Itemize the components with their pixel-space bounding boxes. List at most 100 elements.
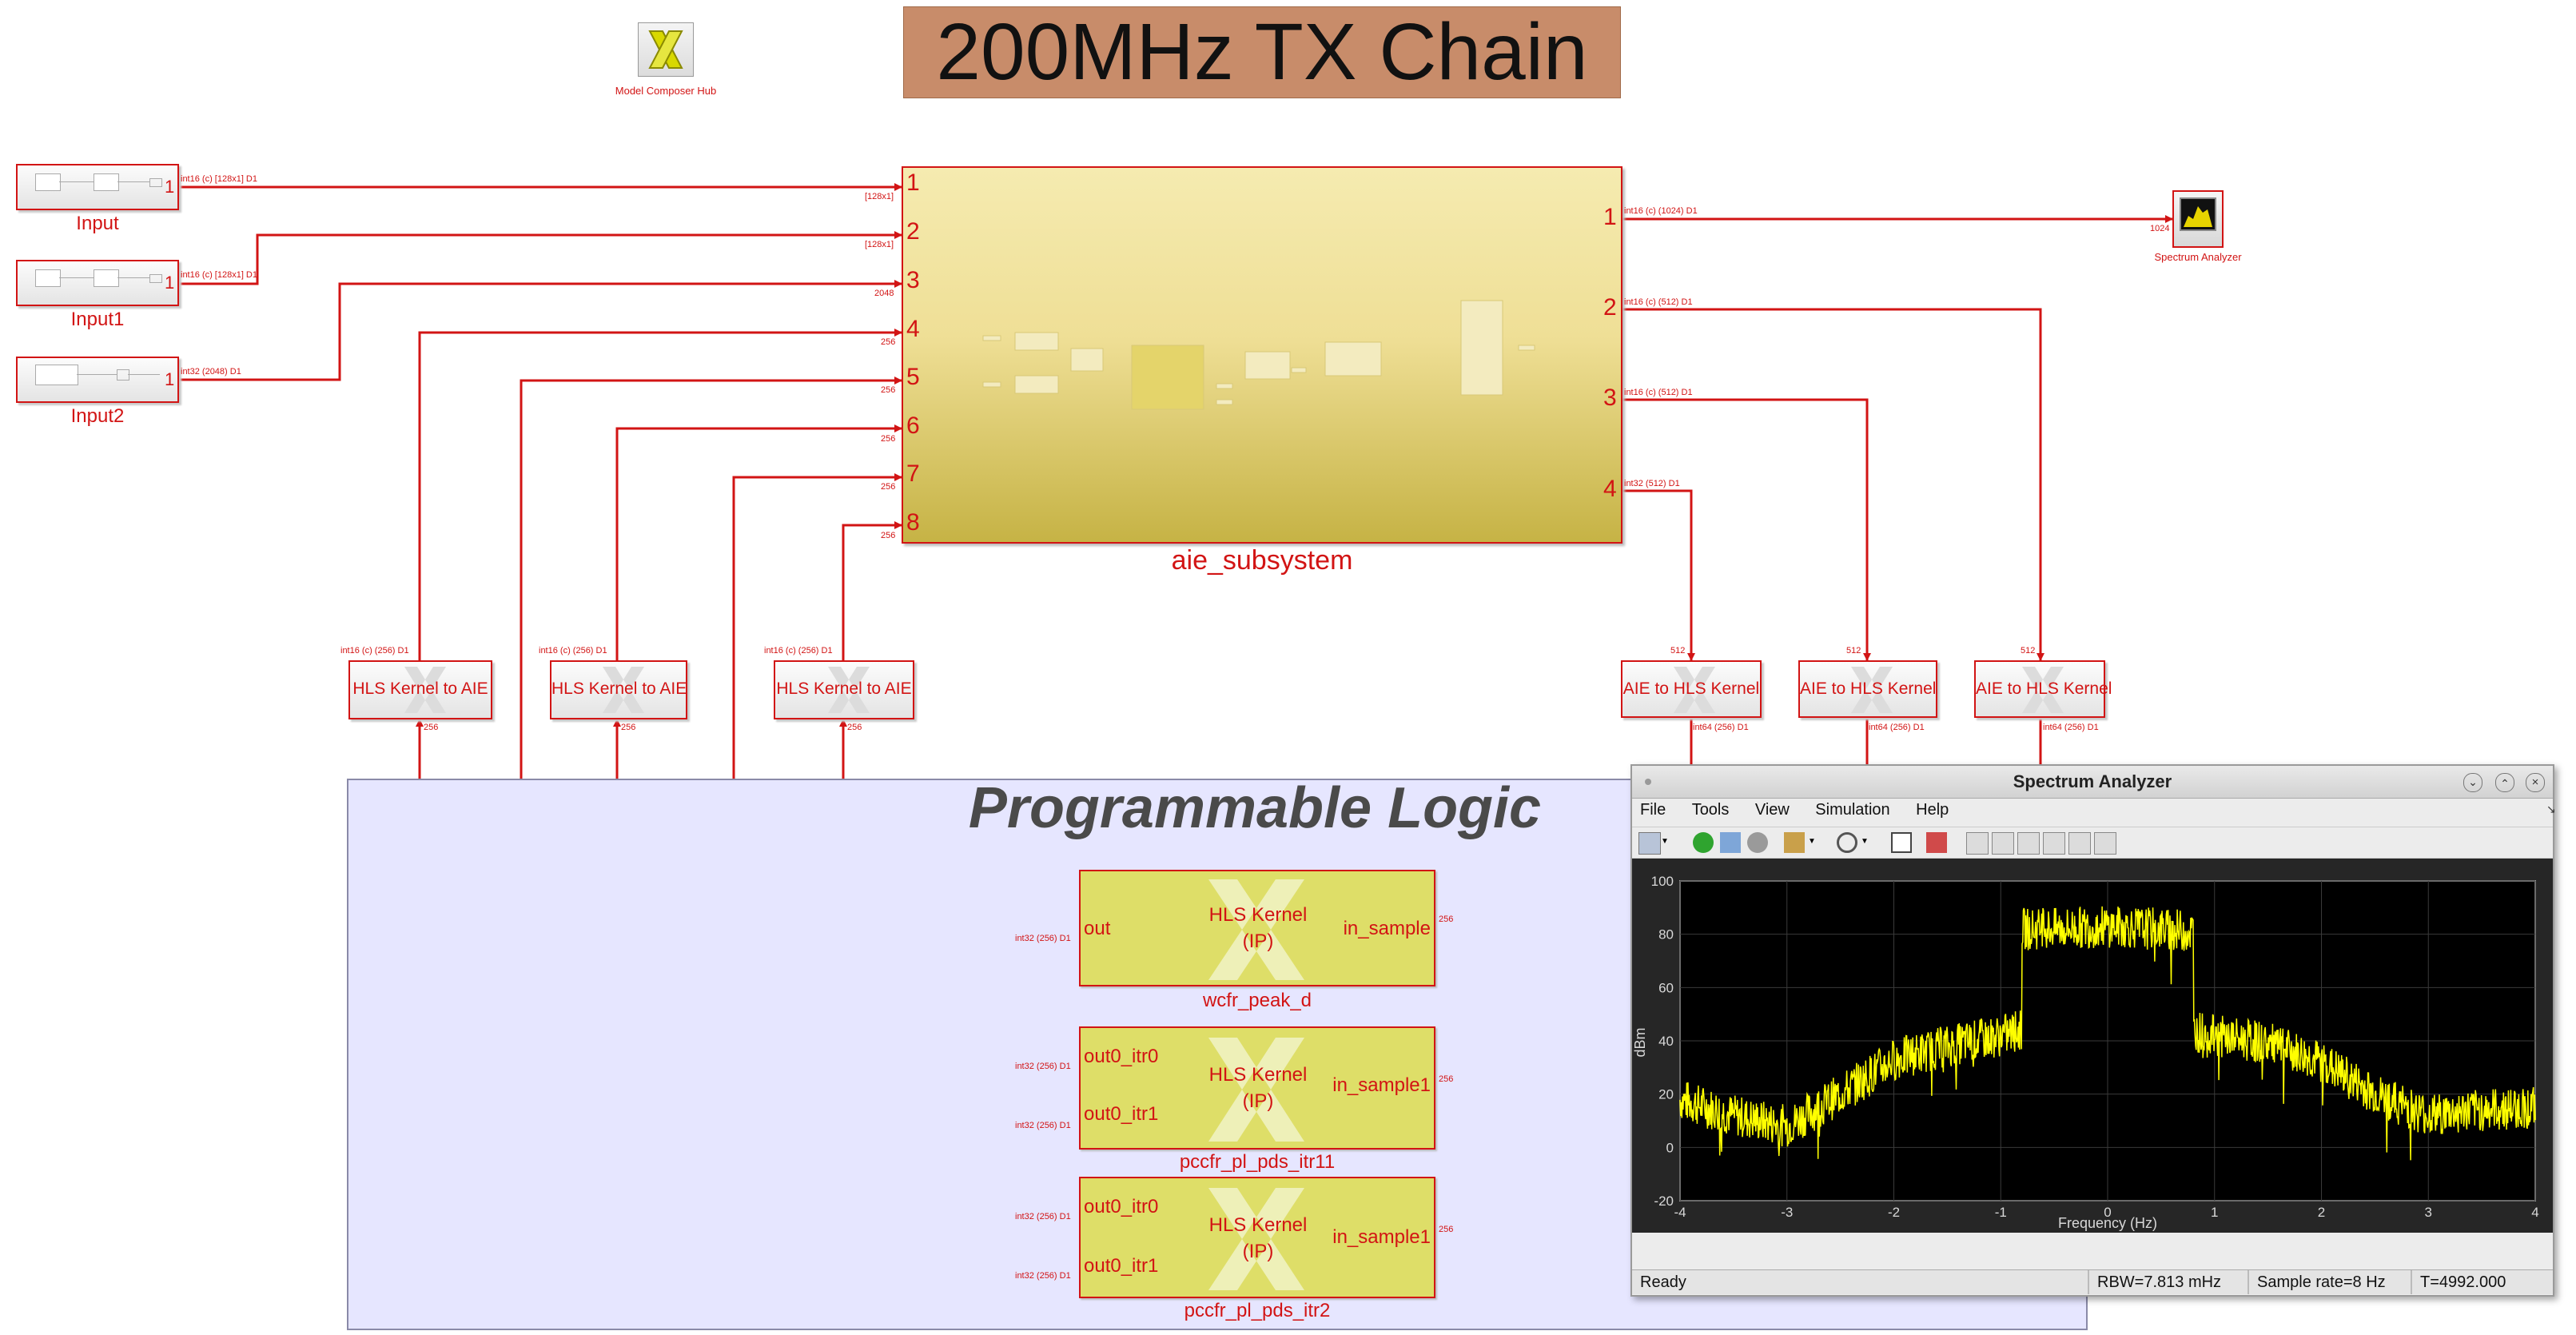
model-title: 200MHz TX Chain (903, 6, 1621, 98)
zoom-icon[interactable] (1837, 832, 1857, 853)
wire-aie-out2[interactable] (1622, 308, 2044, 661)
input2-port-number: 1 (165, 369, 175, 389)
menu-file[interactable]: File (1640, 801, 1666, 819)
scope-icon (2180, 197, 2216, 231)
aie-in-port-4: 4 (906, 316, 920, 342)
aie-in-size-4: 256 (881, 337, 896, 347)
x-tick-label: 4 (2531, 1205, 2538, 1220)
input-signal-label: int16 (c) [128x1] D1 (181, 174, 257, 184)
kernel-name-wcfr-peak-d: wcfr_peak_d (1202, 990, 1312, 1011)
xilinx-watermark-icon (1674, 667, 1715, 713)
hls-kernel-pccfr-pl-pds-itr11[interactable]: out0_itr0 out0_itr1 HLS Kernel(IP) in_sa… (1079, 1026, 1435, 1150)
aie-to-hls-kernel-block-3[interactable]: AIE to HLS Kernel (1974, 660, 2112, 718)
input-label: Input (76, 213, 119, 234)
xilinx-watermark-icon (1851, 667, 1893, 713)
kernel-ip: (IP) (1242, 1241, 1274, 1262)
aie-out-port-3: 3 (1603, 385, 1617, 411)
dropdown-arrow-icon-3[interactable]: ▼ (1861, 837, 1869, 846)
aie-subsystem-label: aie_subsystem (1171, 545, 1353, 576)
wire-hls2aie1-4[interactable] (418, 329, 902, 665)
x-tick-label: 2 (2318, 1205, 2325, 1220)
status-rbw: RBW=7.813 mHz (2088, 1270, 2248, 1294)
scope-status-bar: Ready RBW=7.813 mHz Sample rate=8 Hz T=4… (1632, 1269, 2553, 1294)
menu-view[interactable]: View (1754, 801, 1790, 819)
hls-kernel-to-aie-block-3[interactable]: HLS Kernel to AIE (774, 660, 914, 719)
kernel-name-pccfr-pl-pds-itr2: pccfr_pl_pds_itr2 (1184, 1300, 1331, 1321)
y-tick-label: 60 (1658, 980, 1674, 995)
spectrogram-icon[interactable] (1926, 832, 1947, 853)
step-forward-icon[interactable] (1720, 832, 1741, 853)
input2-signal-label: int32 (2048) D1 (181, 367, 241, 377)
input1-block[interactable]: 1 (16, 260, 179, 306)
aie-in-size-2: [128x1] (865, 240, 894, 249)
xilinx-watermark-icon (603, 667, 644, 713)
kernel-in-size: 256 (1439, 1074, 1454, 1084)
maximize-icon[interactable]: ⌃ (2495, 773, 2514, 792)
aie-out-sig-3: int16 (c) (512) D1 (1624, 388, 1693, 397)
wire-hls2aie3-8[interactable] (842, 521, 902, 665)
wire-aie-out3[interactable] (1622, 398, 1871, 661)
hls-to-aie-label: HLS Kernel to AIE (352, 679, 488, 698)
scope-window-title: Spectrum Analyzer (2013, 771, 2172, 791)
menu-help[interactable]: Help (1916, 801, 1949, 819)
hls-to-aie-label: HLS Kernel to AIE (551, 679, 687, 698)
dropdown-arrow-icon[interactable]: ▼ (1661, 837, 1669, 846)
settings-icon[interactable] (1638, 832, 1661, 855)
aie-in-port-6: 6 (906, 412, 920, 439)
aie-subsystem-block[interactable] (902, 166, 1622, 544)
kernel-type: HLS Kernel (1208, 1064, 1308, 1086)
highlight-icon[interactable] (1784, 832, 1805, 853)
dropdown-arrow-icon-2[interactable]: ▼ (1808, 837, 1816, 846)
run-icon[interactable] (1693, 832, 1714, 853)
hls-kernel-to-aie-block-1[interactable]: HLS Kernel to AIE (348, 660, 492, 719)
peak-finder-icon[interactable] (2017, 832, 2040, 855)
aie-to-hls-sig-2: int64 (256) D1 (1869, 723, 1925, 732)
kernel-in-port: in_sample1 (1332, 1074, 1431, 1096)
input2-block[interactable]: 1 (16, 357, 179, 403)
scope-title-bar[interactable]: Spectrum Analyzer ⌄ ⌃ × (1632, 766, 2553, 799)
kernel-in-size: 256 (1439, 1225, 1454, 1234)
model-composer-hub-block[interactable] (638, 22, 694, 77)
hls-kernel-to-aie-block-2[interactable]: HLS Kernel to AIE (550, 660, 687, 719)
hls-to-aie-size-1: 256 (424, 723, 439, 732)
input-block[interactable]: 1 (16, 164, 179, 210)
wire-input1-2[interactable] (177, 231, 902, 285)
spectrum-analyzer-window[interactable]: Spectrum Analyzer ⌄ ⌃ × File Tools View … (1630, 764, 2556, 1297)
cursor-icon[interactable] (1966, 832, 1989, 855)
aie-to-hls-sig-1: int64 (256) D1 (1693, 723, 1749, 732)
x-axis-label: Frequency (Hz) (2058, 1215, 2157, 1231)
minimize-icon[interactable]: ⌄ (2463, 773, 2482, 792)
aie-to-hls-kernel-block-2[interactable]: AIE to HLS Kernel (1798, 660, 1937, 718)
kernel-ip: (IP) (1242, 931, 1274, 952)
aie-out-sig-4: int32 (512) D1 (1624, 479, 1680, 488)
hls-kernel-pccfr-pl-pds-itr2[interactable]: out0_itr0 out0_itr1 HLS Kernel(IP) in_sa… (1079, 1177, 1435, 1298)
menu-simulation[interactable]: Simulation (1815, 801, 1890, 819)
wire-hls2aie2-6[interactable] (615, 424, 902, 665)
window-menu-icon[interactable] (1645, 779, 1651, 785)
xilinx-watermark-icon (828, 667, 870, 713)
channel-measure-icon[interactable] (2094, 832, 2116, 855)
kernel-in-port: in_sample (1343, 918, 1431, 939)
menu-tools[interactable]: Tools (1691, 801, 1730, 819)
spectrum-block-size: 1024 (2150, 224, 2170, 233)
aie-to-hls-kernel-block-1[interactable]: AIE to HLS Kernel (1621, 660, 1762, 718)
aie-in-port-2: 2 (906, 218, 920, 245)
scale-axes-icon[interactable] (1891, 832, 1912, 853)
aie-in-port-7: 7 (906, 460, 920, 487)
aie-in-port-3: 3 (906, 267, 920, 293)
kernel-name-pccfr-pl-pds-itr11: pccfr_pl_pds_itr11 (1179, 1151, 1336, 1173)
status-state: Ready (1640, 1273, 1686, 1291)
close-icon[interactable]: × (2526, 773, 2545, 792)
hls-kernel-wcfr-peak-d[interactable]: out HLS Kernel(IP) in_sample (1079, 870, 1435, 986)
dock-arrow-icon[interactable]: ↘ (2546, 803, 2556, 815)
wire-aie-out4[interactable] (1622, 489, 1695, 661)
ccdf-icon[interactable] (2068, 832, 2091, 855)
wire-input2-3[interactable] (177, 280, 902, 381)
measure-icon[interactable] (1992, 832, 2014, 855)
stop-icon[interactable] (1747, 832, 1768, 853)
spectrum-analyzer-block[interactable] (2172, 190, 2224, 248)
distortion-icon[interactable] (2043, 832, 2065, 855)
